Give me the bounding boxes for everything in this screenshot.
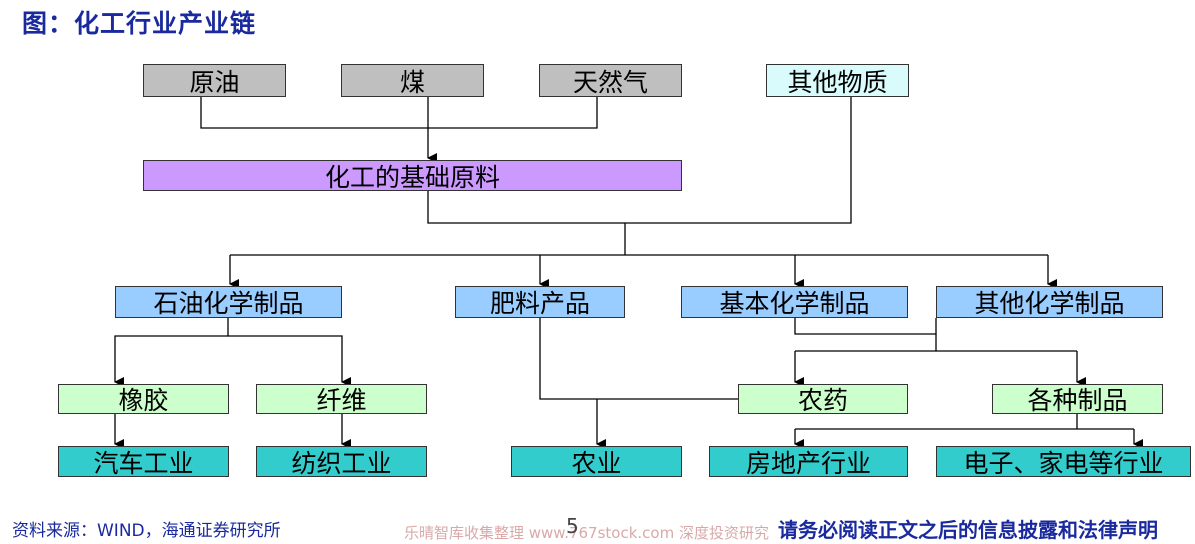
disclaimer: 请务必阅读正文之后的信息披露和法律声明: [778, 518, 1158, 542]
node-real-estate: 房地产行业: [709, 446, 908, 478]
fertilizer-line: [539, 318, 738, 400]
node-textile: 纺织工业: [256, 446, 427, 478]
petro-to-rubber-arrow: [114, 318, 229, 387]
node-various-products: 各种制品: [992, 384, 1163, 415]
page-title: 图：化工行业产业链: [22, 9, 257, 38]
page-number: 5: [566, 514, 579, 538]
source-note: 资料来源：WIND，海通证券研究所: [12, 521, 281, 541]
node-basic-raw: 化工的基础原料: [143, 160, 682, 192]
watermark: 乐晴智库收集整理 www.767stock.com 深度投资研究: [404, 524, 769, 542]
node-other-materials: 其他物质: [766, 64, 909, 97]
node-agriculture: 农业: [511, 446, 682, 478]
raw-merge-line: [200, 97, 598, 129]
other-merge-line: [427, 97, 852, 224]
node-natural-gas: 天然气: [539, 64, 682, 97]
node-other-chem: 其他化学制品: [936, 286, 1163, 318]
node-pesticide: 农药: [738, 384, 908, 415]
node-basic-chem: 基本化学制品: [681, 286, 908, 318]
node-fertilizer: 肥料产品: [455, 286, 625, 318]
petro-to-fiber-arrow: [228, 335, 351, 387]
node-electronics: 电子、家电等行业: [936, 446, 1191, 478]
node-petro-products: 石油化学制品: [115, 286, 342, 318]
node-auto: 汽车工业: [58, 446, 229, 478]
node-crude-oil: 原油: [143, 64, 286, 97]
node-rubber: 橡胶: [58, 384, 229, 415]
chem-merge-line: [794, 318, 937, 335]
node-coal: 煤: [341, 64, 484, 97]
node-fiber: 纤维: [256, 384, 427, 415]
